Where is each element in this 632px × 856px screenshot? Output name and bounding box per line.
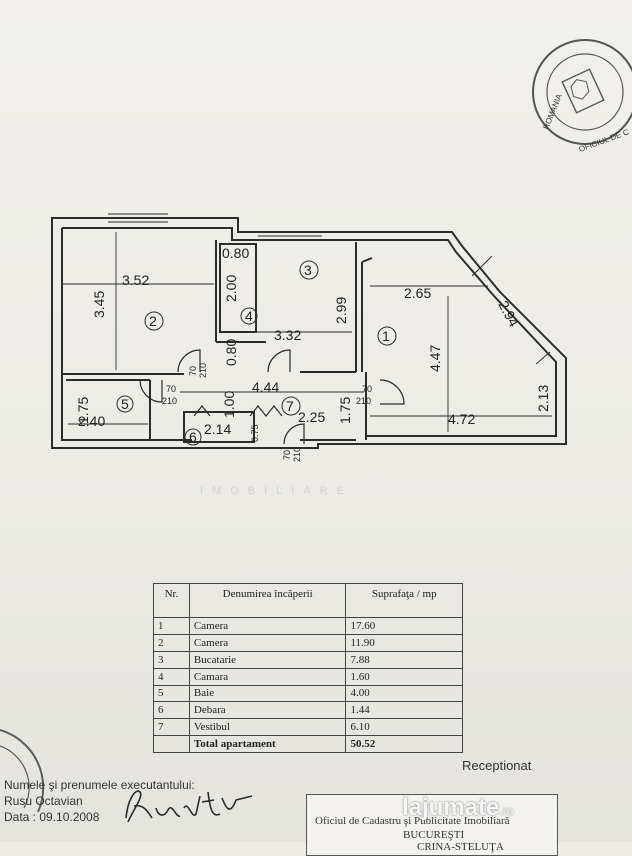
door-label-height-2: 210 xyxy=(162,396,177,406)
dim-hall-width: 4.44 xyxy=(252,379,279,395)
room-number-6: 6 xyxy=(189,429,197,445)
table-total-row: Total apartament 50.52 xyxy=(153,735,463,753)
dim-room1-top: 2.65 xyxy=(404,285,431,301)
dim-room2-height: 3.45 xyxy=(91,291,107,318)
door-label-width-3: 70 xyxy=(362,384,372,394)
door-label-height-3: 210 xyxy=(356,396,371,406)
dim-room1-right: 2.13 xyxy=(535,385,551,412)
row-name: Bucatarie xyxy=(188,650,347,669)
total-value: 50.52 xyxy=(345,735,463,753)
brand-suffix: .ro xyxy=(499,804,514,818)
door-label-width-2: 70 xyxy=(166,384,176,394)
dim-bath-height: 1.75 xyxy=(75,397,91,424)
door-label-height-4: 210 xyxy=(292,447,302,462)
dim-hall-side: 1.75 xyxy=(337,397,353,424)
brand-name: lajumate xyxy=(402,794,500,821)
room-number-3: 3 xyxy=(304,262,312,278)
table-header-row: Nr. Denumirea încăperii Suprafaţa / mp xyxy=(153,583,463,618)
row-area: 7.88 xyxy=(345,650,463,669)
row-name: Camera xyxy=(188,617,347,635)
date-label: Data : 09.10.2008 xyxy=(4,810,100,824)
office-line: Oficiul de Cadastru şi Publicitate Imobi… xyxy=(315,815,510,827)
table-row: 3 Bucatarie 7.88 xyxy=(153,650,463,669)
dim-pantry-height: 2.00 xyxy=(223,275,239,302)
door-swings xyxy=(139,349,405,445)
row-name: Vestibul xyxy=(188,718,347,737)
total-label: Total apartament xyxy=(188,735,347,753)
dim-pantry-top: 0.80 xyxy=(222,245,249,261)
row-name: Camara xyxy=(188,667,347,686)
office-line-3: CRINA-STELUŢA xyxy=(417,841,504,853)
row-nr: 1 xyxy=(153,617,190,635)
stamp-bottom-left xyxy=(0,729,45,813)
row-area: 6.10 xyxy=(345,718,463,737)
dim-hall-short: 1.00 xyxy=(221,391,237,418)
executant-label: Numele şi prenumele executantului: xyxy=(4,778,195,792)
row-area: 1.60 xyxy=(345,667,463,686)
row-area: 1.44 xyxy=(345,701,463,720)
table-row: 2 Camera 11.90 xyxy=(153,633,463,652)
dim-storage-height: 0.75 xyxy=(250,424,260,442)
row-area: 11.90 xyxy=(345,633,463,652)
total-empty xyxy=(153,735,190,753)
row-nr: 2 xyxy=(153,633,190,652)
room-number-7: 7 xyxy=(286,398,294,414)
dimension-lines xyxy=(62,232,552,432)
table-row: 1 Camera 17.60 xyxy=(153,617,463,635)
interior-walls xyxy=(62,240,373,443)
door-label-height: 210 xyxy=(198,363,208,378)
table-row: 4 Camara 1.60 xyxy=(153,667,463,686)
office-line-2: BUCUREŞTI xyxy=(403,829,465,841)
header-name: Denumirea încăperii xyxy=(188,583,347,618)
row-area: 4.00 xyxy=(345,684,463,703)
dim-room1-bottom: 4.72 xyxy=(448,411,475,427)
table-row: 6 Debara 1.44 xyxy=(153,701,463,720)
row-nr: 7 xyxy=(153,718,190,737)
room-number-1: 1 xyxy=(382,328,390,344)
brand-watermark: lajumate.ro xyxy=(402,794,632,834)
stamp-top-right xyxy=(532,39,632,145)
room-markers xyxy=(116,260,397,446)
dim-room2-width: 3.52 xyxy=(122,272,149,288)
dim-pantry-lower: 0.80 xyxy=(223,339,239,366)
header-nr: Nr. xyxy=(153,583,190,618)
row-nr: 3 xyxy=(153,650,190,669)
table-row: 7 Vestibul 6.10 xyxy=(153,718,463,737)
row-name: Debara xyxy=(188,701,347,720)
room-number-5: 5 xyxy=(121,396,129,412)
rooms-table: Nr. Denumirea încăperii Suprafaţa / mp 1… xyxy=(153,583,463,753)
row-nr: 5 xyxy=(153,684,190,703)
plan-watermark: IMOBILIARE xyxy=(200,485,353,497)
row-name: Camera xyxy=(188,633,347,652)
stamp-top-text: ROMANIA xyxy=(542,92,565,131)
dim-bath-width: 2.40 xyxy=(78,413,105,429)
stamp-top-text-2: OFICIUL DE C xyxy=(578,127,631,154)
dim-room1-diag: 2.94 xyxy=(495,298,522,330)
door-label-width: 70 xyxy=(188,366,198,376)
room-number-4: 4 xyxy=(245,308,253,324)
header-area: Suprafaţa / mp xyxy=(345,583,463,618)
row-area: 17.60 xyxy=(345,617,463,635)
dim-hall-bottom: 2.25 xyxy=(298,409,325,425)
executant-name: Rusu Octavian xyxy=(4,794,83,808)
dim-kitchen-width: 3.32 xyxy=(274,327,301,343)
table-row: 5 Baie 4.00 xyxy=(153,684,463,703)
dim-storage-width: 2.14 xyxy=(204,421,231,437)
windows xyxy=(108,213,551,365)
room-number-2: 2 xyxy=(149,313,157,329)
dim-kitchen-height: 2.99 xyxy=(333,297,349,324)
row-nr: 6 xyxy=(153,701,190,720)
outer-walls xyxy=(51,217,567,449)
row-nr: 4 xyxy=(153,667,190,686)
row-name: Baie xyxy=(188,684,347,703)
signature xyxy=(125,790,253,823)
door-label-width-4: 70 xyxy=(282,450,292,460)
receptionat-label: Receptionat xyxy=(462,758,532,773)
dim-room1-height: 4.47 xyxy=(427,345,443,372)
